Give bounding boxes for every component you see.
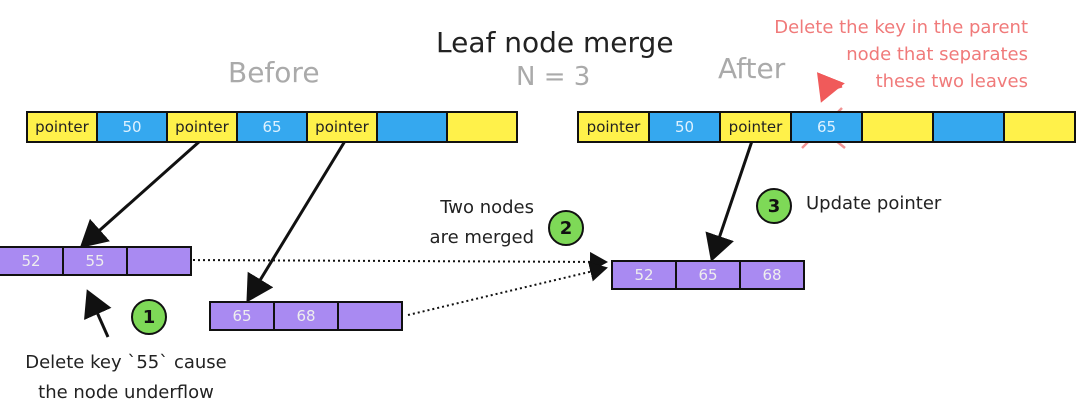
pointer-cell — [1005, 113, 1074, 141]
delete-parent-key-note: Delete the key in the parent node that s… — [774, 14, 1028, 95]
step-3-badge: 3 — [756, 188, 792, 224]
key-cell: 50 — [98, 113, 166, 141]
delete-note-arrow — [817, 72, 845, 103]
pointer-cell: pointer — [721, 113, 790, 141]
note-line: the node underflow — [38, 382, 214, 403]
leaf-cell: 52 — [613, 262, 675, 288]
key-cell: 65 — [792, 113, 861, 141]
note-line: Delete key `55` cause — [25, 352, 227, 373]
leaf-cell — [128, 248, 190, 274]
leaf-cell — [339, 303, 401, 329]
note-line: Delete the key in the parent — [774, 17, 1028, 38]
pointer-cell — [448, 113, 516, 141]
leaf-cell: 55 — [64, 248, 126, 274]
before-label: Before — [228, 56, 320, 89]
after-label: After — [718, 52, 786, 85]
pointer-cell: pointer — [168, 113, 236, 141]
leaf-cell: 65 — [677, 262, 739, 288]
diagram-title: Leaf node merge — [436, 26, 674, 59]
underflow-arrow — [84, 289, 112, 338]
pointer-cell — [863, 113, 932, 141]
note-line: are merged — [429, 227, 534, 248]
pointer-cell: pointer — [28, 113, 96, 141]
leaf-cell: 68 — [275, 303, 337, 329]
note-line: Two nodes — [440, 197, 534, 218]
key-cell: 65 — [238, 113, 306, 141]
order-label: N = 3 — [516, 62, 591, 92]
step-1-badge: 1 — [131, 299, 167, 335]
step-2-badge: 2 — [548, 210, 584, 246]
underflow-note: Delete key `55` cause the node underflow — [8, 348, 244, 408]
note-line: these two leaves — [875, 71, 1028, 92]
key-cell: 50 — [650, 113, 719, 141]
pointer-cell: pointer — [308, 113, 376, 141]
merged-note: Two nodes are merged — [430, 193, 534, 253]
pointer-cell: pointer — [579, 113, 648, 141]
pointer-arrow-left-leaf — [79, 139, 201, 248]
leaf-cell: 52 — [0, 248, 62, 274]
leaf-cell: 65 — [211, 303, 273, 329]
merge-arrow-right — [407, 261, 608, 316]
merge-arrow-left — [182, 251, 608, 272]
update-pointer-note: Update pointer — [806, 193, 942, 214]
leaf-cell: 68 — [741, 262, 803, 288]
key-cell — [934, 113, 1003, 141]
pointer-arrow-merged-leaf — [705, 140, 754, 262]
note-line: node that separates — [846, 44, 1028, 65]
pointer-arrow-right-leaf — [246, 140, 347, 303]
key-cell — [378, 113, 446, 141]
